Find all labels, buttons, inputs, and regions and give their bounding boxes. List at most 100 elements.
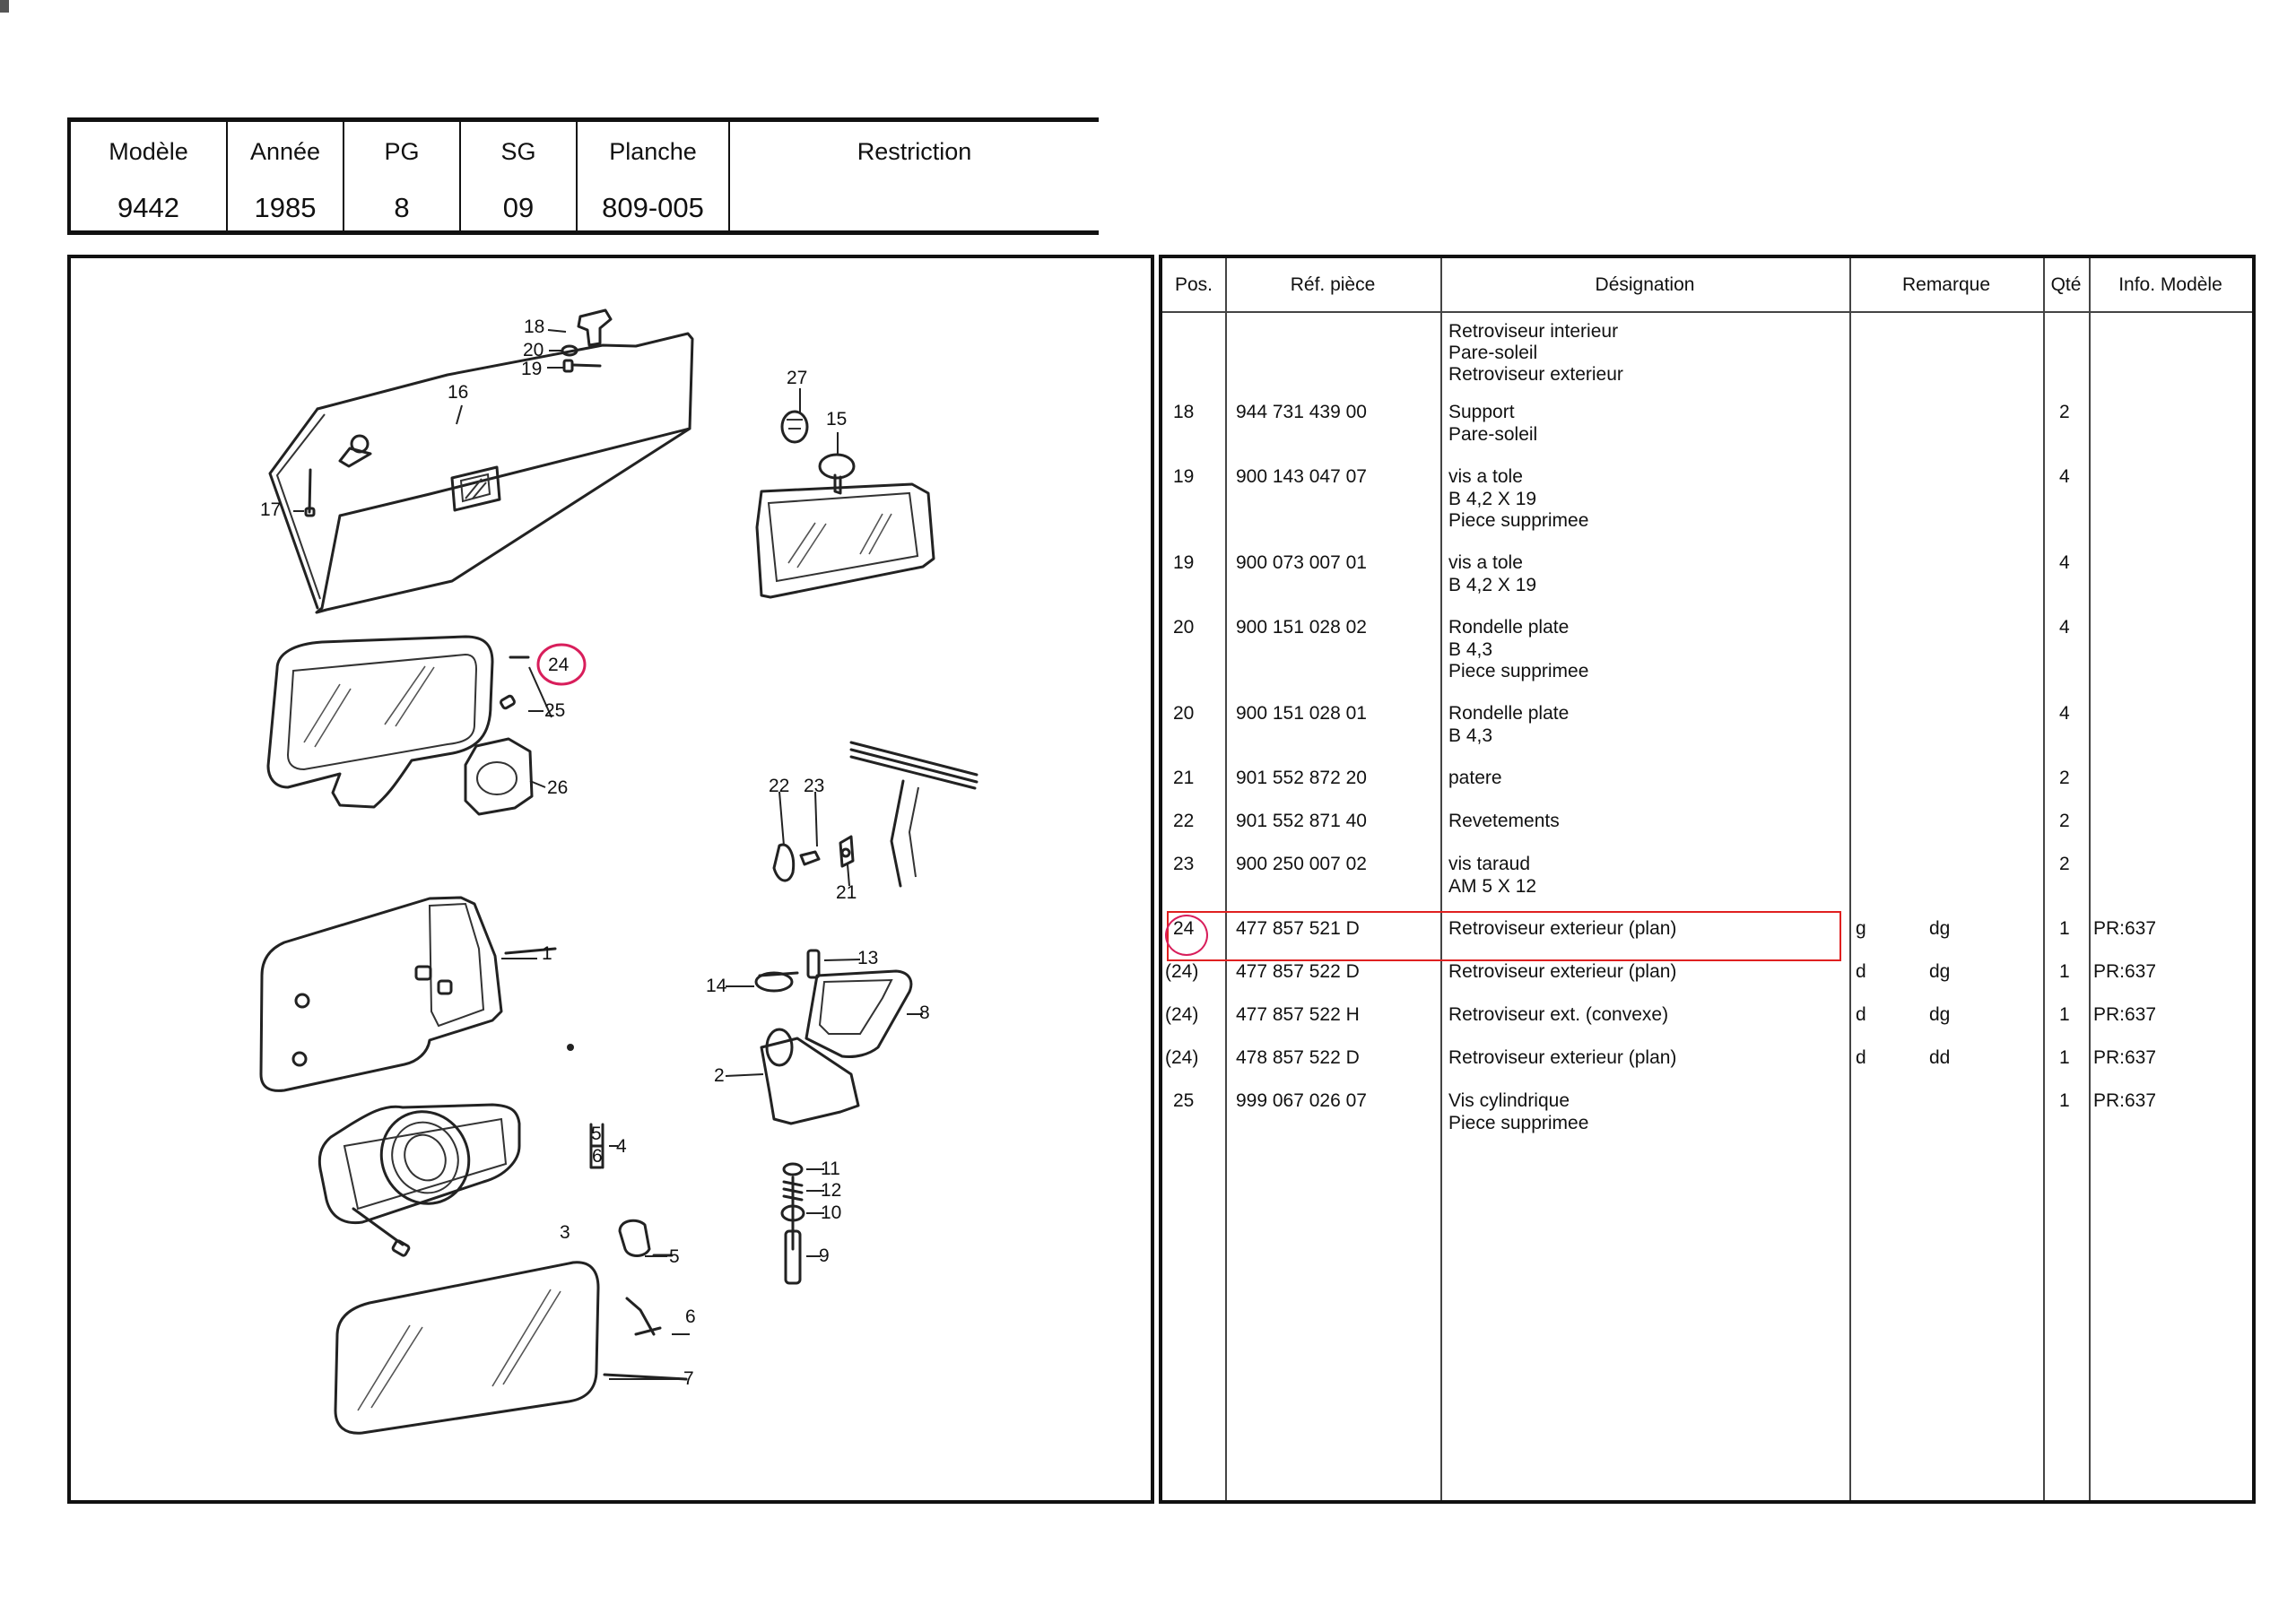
row-qty: 4 <box>2059 703 2070 724</box>
callout: 18 <box>524 317 544 337</box>
header-label: SG <box>500 138 536 165</box>
row-designation: B 4,3 <box>1448 638 1493 660</box>
intro-line: Retroviseur exterieur <box>1448 364 1623 385</box>
row-designation: Vis cylindrique <box>1448 1090 1570 1111</box>
callout: 3 <box>560 1222 570 1243</box>
interior-mirror-drawing <box>755 410 935 599</box>
row-designation: Piece supprimee <box>1448 1112 1589 1133</box>
row-designation: Rondelle plate <box>1448 703 1570 724</box>
header-cell-pg: PG 8 <box>344 122 461 230</box>
callout: 5 <box>669 1246 680 1267</box>
row-info: PR:637 <box>2093 1047 2157 1068</box>
annotation-circle-24 <box>536 643 587 686</box>
row-designation: Retroviseur exterieur (plan) <box>1448 961 1677 982</box>
header-value: 9442 <box>117 192 179 223</box>
row-designation: Revetements <box>1448 811 1560 831</box>
column-header-ref: Réf. pièce <box>1290 274 1376 295</box>
callout: 14 <box>706 976 727 996</box>
row-designation: Retroviseur exterieur (plan) <box>1448 918 1677 939</box>
callout: 24 <box>548 655 570 675</box>
header-cell-planche: Planche 809-005 <box>578 122 730 230</box>
row-pos: 25 <box>1173 1090 1195 1111</box>
row-designation: vis a tole <box>1448 466 1523 487</box>
row-designation: Retroviseur exterieur (plan) <box>1448 1047 1677 1068</box>
row-remarque-side: d <box>1856 961 1866 982</box>
row-qty: 2 <box>2059 402 2070 422</box>
callout: 2 <box>714 1065 725 1086</box>
row-info: PR:637 <box>2093 1004 2157 1025</box>
row-pos: 18 <box>1173 402 1195 422</box>
column-divider <box>2043 258 2045 1500</box>
callout: 6 <box>592 1146 603 1167</box>
row-qty: 2 <box>2059 854 2070 874</box>
row-qty: 1 <box>2059 961 2070 982</box>
exploded-parts-drawing: 18 20 19 16 17 27 15 24 25 26 22 23 21 1… <box>67 255 1154 1504</box>
row-designation: B 4,2 X 19 <box>1448 574 1537 595</box>
row-remarque-side: d <box>1856 1047 1866 1068</box>
row-designation: Piece supprimee <box>1448 661 1589 681</box>
support-clip-drawing <box>561 308 613 373</box>
scan-corner-mark <box>0 0 9 13</box>
callout: 22 <box>769 776 789 796</box>
row-designation: B 4,2 X 19 <box>1448 488 1537 509</box>
row-qty: 4 <box>2059 552 2070 573</box>
column-header-info: Info. Modèle <box>2118 274 2222 295</box>
mirror-mount-drawing <box>754 949 913 1285</box>
header-cell-modele: Modèle 9442 <box>71 122 228 230</box>
row-qty: 2 <box>2059 811 2070 831</box>
row-designation: patere <box>1448 768 1502 788</box>
callout: 27 <box>787 368 807 388</box>
column-header-designation: Désignation <box>1595 274 1695 295</box>
row-remarque-side: g <box>1856 918 1866 939</box>
callout: 6 <box>685 1306 696 1327</box>
row-ref: 900 151 028 01 <box>1236 703 1367 724</box>
coat-hook-drawing <box>772 741 978 888</box>
callout: 19 <box>521 359 542 379</box>
callout: 15 <box>826 409 847 430</box>
row-pos: 23 <box>1173 854 1195 874</box>
row-pos: 21 <box>1173 768 1195 788</box>
callout: 25 <box>544 700 565 721</box>
callout: 13 <box>857 948 878 968</box>
column-divider <box>1849 258 1851 1500</box>
row-qty: 4 <box>2059 466 2070 487</box>
row-designation: vis taraud <box>1448 854 1531 874</box>
column-header-qty: Qté <box>2050 274 2082 295</box>
row-qty: 1 <box>2059 1090 2070 1111</box>
row-qty: 1 <box>2059 1004 2070 1025</box>
row-ref: 900 073 007 01 <box>1236 552 1367 573</box>
row-remarque-code: dg <box>1929 961 1951 982</box>
column-divider <box>1440 258 1442 1500</box>
row-qty: 1 <box>2059 1047 2070 1068</box>
callout: 16 <box>448 382 468 403</box>
parts-illustration: 18 20 19 16 17 27 15 24 25 26 22 23 21 1… <box>259 308 978 1435</box>
row-ref: 900 250 007 02 <box>1236 854 1367 874</box>
header-table: Modèle 9442 Année 1985 PG 8 SG 09 Planch… <box>67 117 1099 235</box>
row-qty: 2 <box>2059 768 2070 788</box>
row-designation: Pare-soleil <box>1448 423 1538 445</box>
column-divider <box>1225 258 1227 1500</box>
header-label: PG <box>384 138 420 165</box>
row-ref: 478 857 522 D <box>1236 1047 1360 1068</box>
row-info: PR:637 <box>2093 918 2157 939</box>
header-value: 8 <box>394 192 410 223</box>
intro-line: Pare-soleil <box>1448 343 1538 363</box>
callout: 12 <box>821 1180 841 1201</box>
callout: 11 <box>821 1159 840 1179</box>
column-header-pos: Pos. <box>1174 274 1213 295</box>
row-pos: 20 <box>1173 617 1195 638</box>
row-ref: 901 552 871 40 <box>1236 811 1367 831</box>
row-pos: 22 <box>1173 811 1195 831</box>
header-label: Planche <box>609 138 697 165</box>
callout: 20 <box>523 340 544 360</box>
row-info: PR:637 <box>2093 961 2157 982</box>
row-pos: (24) <box>1165 1004 1199 1025</box>
row-ref: 900 143 047 07 <box>1236 466 1367 487</box>
callout: 26 <box>547 777 568 798</box>
header-cell-restriction: Restriction <box>730 122 1099 230</box>
header-label: Restriction <box>857 138 972 165</box>
column-divider <box>2089 258 2091 1500</box>
row-designation: AM 5 X 12 <box>1448 875 1537 897</box>
row-designation: Piece supprimee <box>1448 510 1589 531</box>
intro-line: Retroviseur interieur <box>1448 321 1619 342</box>
